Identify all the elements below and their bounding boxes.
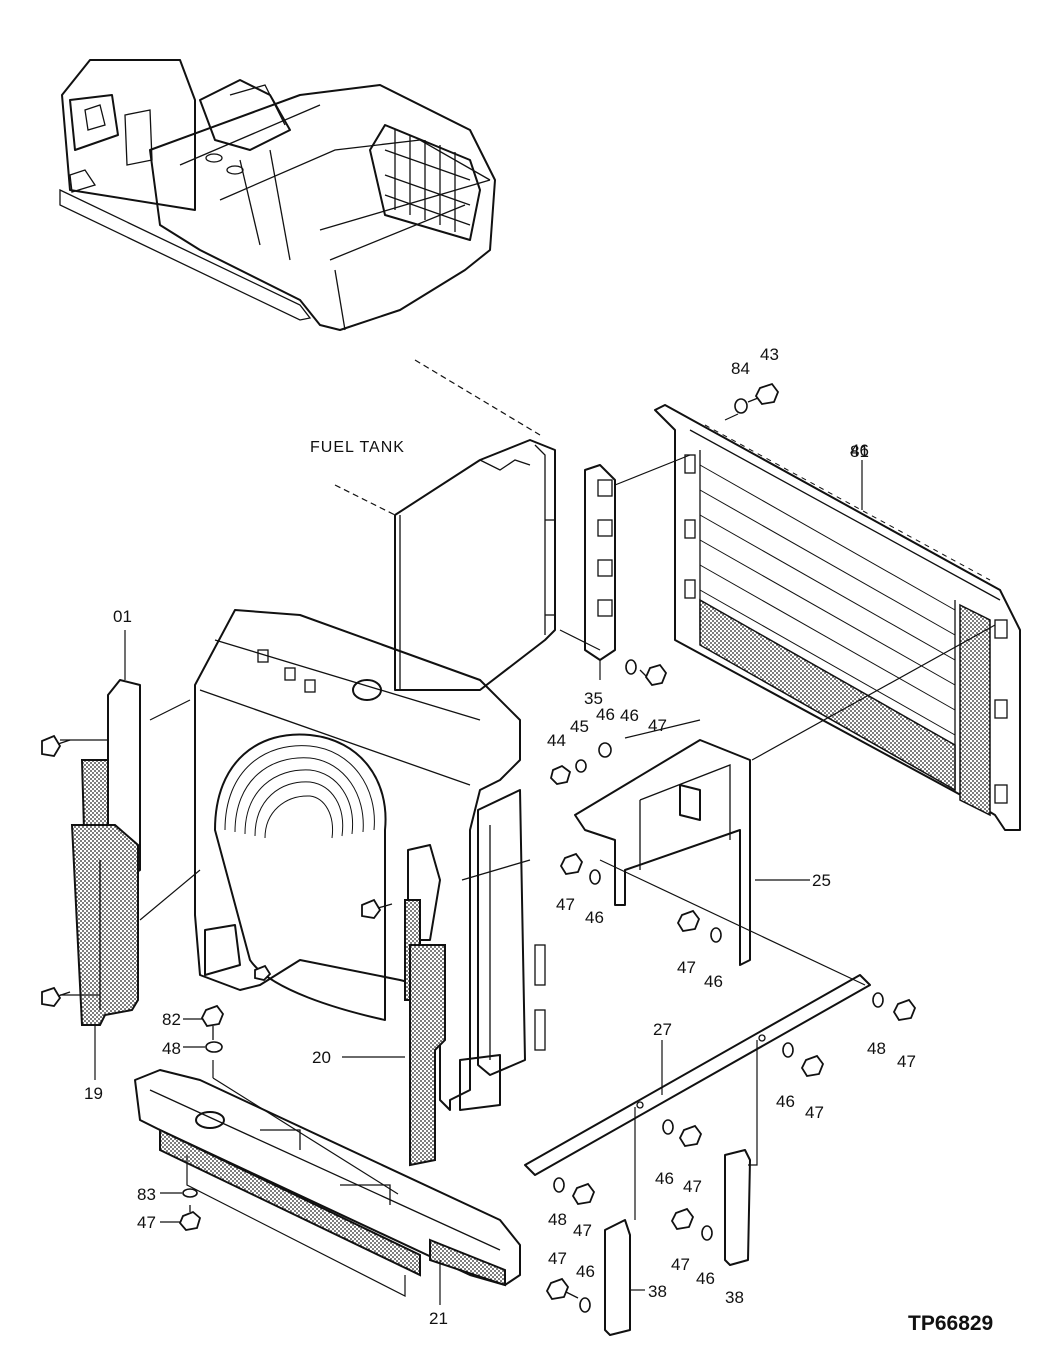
fasteners	[41, 382, 917, 1313]
fan-shroud-icon	[214, 733, 387, 1021]
callout-45: 45	[570, 717, 589, 736]
callout-38-right: 38	[725, 1288, 744, 1307]
fuel-tank-outline	[334, 359, 556, 691]
callout-46: 46	[596, 705, 615, 724]
stay-27	[524, 859, 871, 1176]
bracket-38-left	[604, 1107, 645, 1336]
callout-48: 48	[548, 1210, 567, 1229]
callout-46: 46	[704, 972, 723, 991]
callout-47: 47	[805, 1103, 824, 1122]
bracket-38-right	[724, 1040, 758, 1266]
radiator-assembly	[139, 609, 546, 1111]
callout-82: 82	[162, 1010, 181, 1029]
callout-46: 46	[696, 1269, 715, 1288]
callout-83: 83	[137, 1185, 156, 1204]
bolt-icon	[747, 382, 780, 405]
callout-81: 81	[850, 442, 869, 461]
callout-20: 20	[312, 1048, 331, 1067]
callout-43: 43	[760, 345, 779, 364]
callout-38-left: 38	[648, 1282, 667, 1301]
callout-27: 27	[653, 1020, 672, 1039]
callout-47: 47	[556, 895, 575, 914]
callout-25: 25	[812, 871, 831, 890]
callout-19: 19	[84, 1084, 103, 1103]
condenser-81	[654, 404, 1021, 831]
callout-01: 01	[113, 607, 132, 626]
seal-21	[134, 1060, 521, 1305]
fuel-tank-label: FUEL TANK	[310, 439, 405, 456]
callout-47: 47	[671, 1255, 690, 1274]
callout-21: 21	[429, 1309, 448, 1328]
bracket-25	[574, 624, 996, 966]
callout-44: 44	[547, 731, 566, 750]
callout-47: 47	[573, 1221, 592, 1240]
grille-icon	[369, 124, 481, 241]
seal-20	[342, 844, 446, 1167]
callout-84: 84	[731, 359, 750, 378]
bracket-35	[559, 454, 691, 680]
callout-35: 35	[584, 689, 603, 708]
callout-46: 46	[620, 706, 639, 725]
cooling-slot-icon	[704, 424, 991, 581]
callout-47: 47	[897, 1052, 916, 1071]
callout-48: 48	[162, 1039, 181, 1058]
callout-46: 46	[655, 1169, 674, 1188]
callout-46: 46	[850, 441, 869, 460]
callout-46: 46	[585, 908, 604, 927]
washer-icon	[734, 398, 748, 414]
callout-47: 47	[677, 958, 696, 977]
seal-19	[60, 824, 139, 1080]
figure-code: TP66829	[908, 1312, 993, 1335]
callout-46: 46	[776, 1092, 795, 1111]
callout-47: 47	[137, 1213, 156, 1232]
callout-46: 46	[576, 1262, 595, 1281]
excavator-overview	[59, 59, 496, 331]
callout-47: 47	[548, 1249, 567, 1268]
callout-47: 47	[648, 716, 667, 735]
callout-48: 48	[867, 1039, 886, 1058]
callout-47: 47	[683, 1177, 702, 1196]
